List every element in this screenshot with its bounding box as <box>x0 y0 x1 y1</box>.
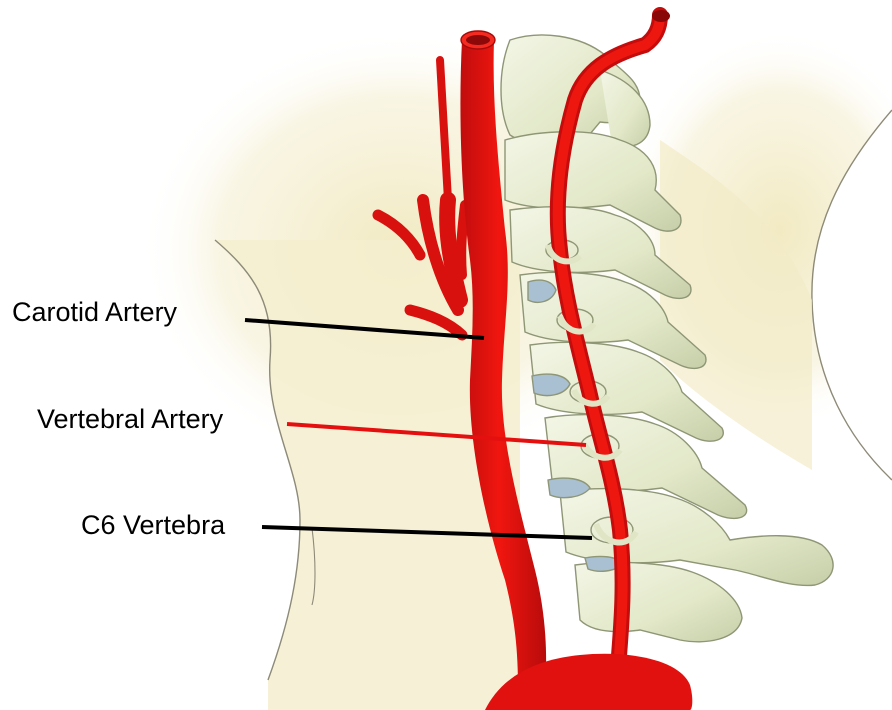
vertebral-artery-label: Vertebral Artery <box>37 406 223 433</box>
c6-vertebra-label: C6 Vertebra <box>81 512 225 539</box>
carotid-artery-label: Carotid Artery <box>12 299 177 326</box>
